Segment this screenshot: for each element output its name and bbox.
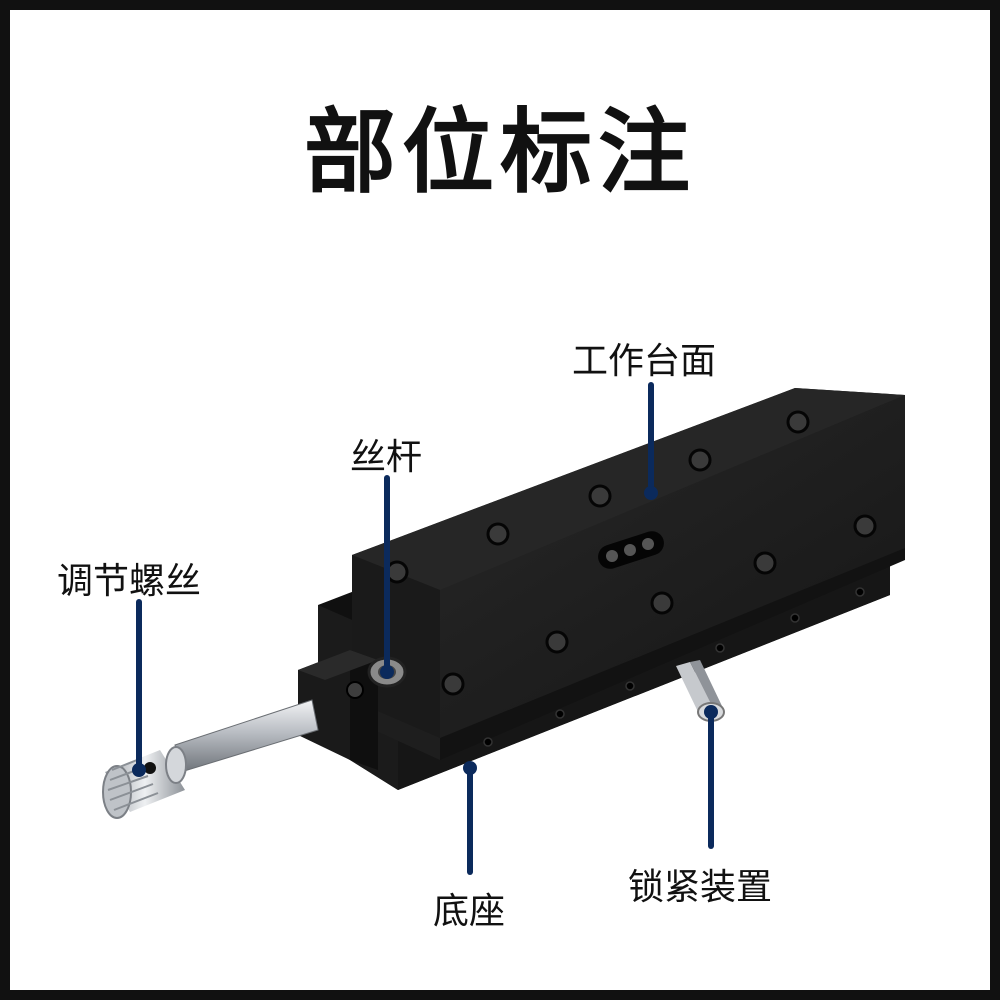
label-worktable: 工作台面 — [572, 341, 717, 382]
label-adjust-screw: 调节螺丝 — [57, 561, 202, 602]
mounting-holes — [385, 410, 877, 696]
lock-screw — [676, 660, 725, 722]
screw-rod — [174, 699, 319, 773]
page-title: 部位标注 — [303, 99, 696, 206]
adjust-knob — [102, 746, 187, 819]
leader-lines — [136, 382, 714, 875]
label-lead-screw: 丝杆 — [350, 437, 423, 478]
leader-dots — [132, 486, 718, 777]
screw-end-block — [298, 650, 378, 770]
label-lock-device: 锁紧装置 — [628, 867, 773, 908]
label-base: 底座 — [433, 891, 506, 932]
center-slot — [598, 531, 664, 569]
side-holes — [483, 587, 865, 747]
